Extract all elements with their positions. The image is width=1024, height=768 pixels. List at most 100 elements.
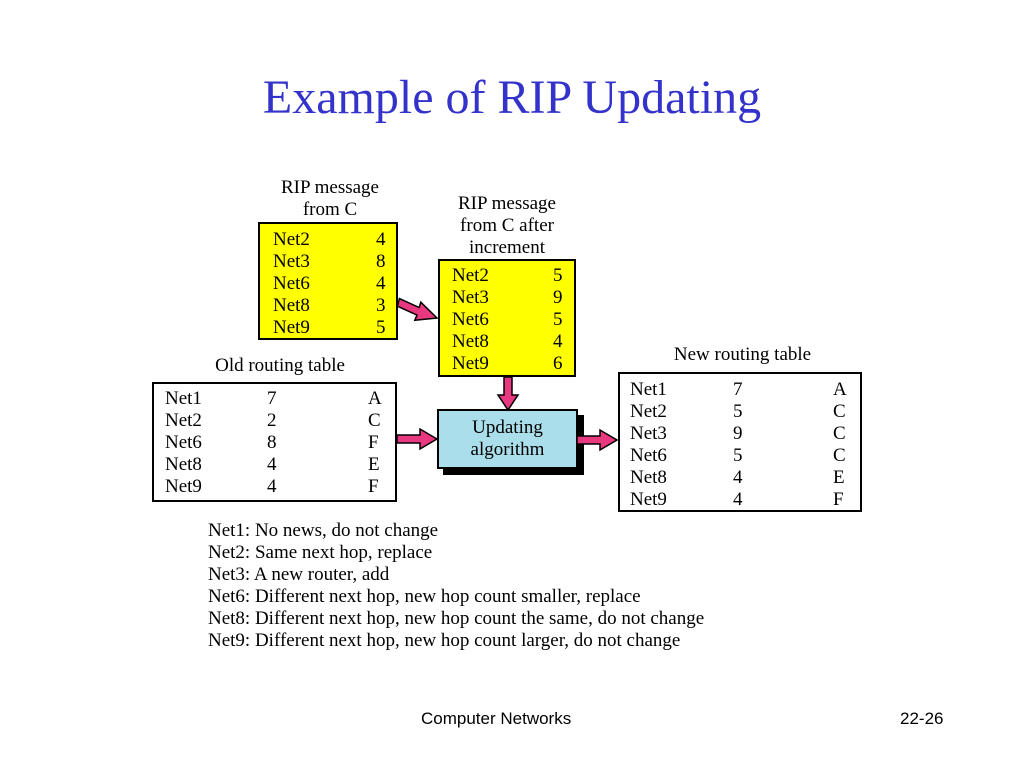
net-cell: Net2 bbox=[452, 265, 489, 286]
hop-cell: 4 bbox=[733, 489, 743, 510]
net-cell: Net9 bbox=[452, 353, 489, 374]
hop-cell: 8 bbox=[376, 251, 386, 272]
net-cell: Net8 bbox=[165, 454, 202, 475]
net-cell: Net3 bbox=[452, 287, 489, 308]
table-row: Net8 4 bbox=[440, 331, 574, 353]
net-cell: Net3 bbox=[273, 251, 310, 272]
net-cell: Net1 bbox=[165, 388, 202, 409]
table-row: Net6 4 bbox=[260, 273, 396, 295]
new-table-caption: New routing table bbox=[673, 344, 812, 365]
router-cell: F bbox=[368, 476, 379, 497]
hop-cell: 5 bbox=[553, 309, 563, 330]
caption-line: RIP message bbox=[458, 193, 556, 214]
update-rules-list: Net1: No news, do not change Net2: Same … bbox=[208, 520, 704, 652]
arrow-to-algorithm bbox=[496, 376, 520, 412]
hop-cell: 7 bbox=[267, 388, 277, 409]
rule-item: Net2: Same next hop, replace bbox=[208, 542, 433, 563]
hop-cell: 4 bbox=[267, 476, 277, 497]
table-row: Net6 5 bbox=[440, 309, 574, 331]
rule-item: Net8: Different next hop, new hop count … bbox=[208, 608, 705, 629]
slide-title: Example of RIP Updating bbox=[262, 71, 762, 124]
hop-cell: 4 bbox=[553, 331, 563, 352]
table-row: Net9 4 F bbox=[620, 489, 860, 511]
router-cell: F bbox=[368, 432, 379, 453]
table-row: Net3 8 bbox=[260, 251, 396, 273]
router-cell: A bbox=[833, 379, 847, 400]
hop-cell: 4 bbox=[376, 273, 386, 294]
old-table-caption: Old routing table bbox=[215, 355, 345, 376]
hop-cell: 8 bbox=[267, 432, 277, 453]
net-cell: Net6 bbox=[452, 309, 489, 330]
net-cell: Net3 bbox=[630, 423, 667, 444]
rule-item: Net9: Different next hop, new hop count … bbox=[208, 630, 681, 651]
table-row: Net2 4 bbox=[260, 229, 396, 251]
table-row: Net9 5 bbox=[260, 317, 396, 339]
rule-item: Net6: Different next hop, new hop count … bbox=[208, 586, 641, 607]
hop-cell: 5 bbox=[733, 401, 743, 422]
table-row: Net9 4 F bbox=[154, 476, 395, 498]
hop-cell: 9 bbox=[553, 287, 563, 308]
table-row: Net2 5 bbox=[440, 265, 574, 287]
algorithm-label-line: algorithm bbox=[470, 439, 545, 460]
hop-cell: 4 bbox=[733, 467, 743, 488]
arrow-to-increment bbox=[396, 297, 439, 322]
caption-line: increment bbox=[469, 237, 545, 258]
caption-line: from C bbox=[302, 199, 358, 220]
footer-course: Computer Networks bbox=[421, 709, 572, 728]
hop-cell: 3 bbox=[376, 295, 386, 316]
rip-message-caption: RIP message from C bbox=[250, 177, 410, 221]
hop-cell: 4 bbox=[376, 229, 386, 250]
rip-increment-caption: RIP message from C after increment bbox=[427, 193, 587, 259]
footer-page-number: 22-26 bbox=[900, 709, 944, 728]
updating-algorithm-box: Updating algorithm bbox=[437, 409, 578, 469]
router-cell: E bbox=[833, 467, 845, 488]
net-cell: Net6 bbox=[273, 273, 310, 294]
table-row: Net2 2 C bbox=[154, 410, 395, 432]
net-cell: Net9 bbox=[273, 317, 310, 338]
router-cell: C bbox=[833, 445, 846, 466]
net-cell: Net1 bbox=[630, 379, 667, 400]
caption-line: from C after bbox=[460, 215, 554, 236]
router-cell: C bbox=[368, 410, 381, 431]
table-row: Net8 4 E bbox=[620, 467, 860, 489]
net-cell: Net9 bbox=[630, 489, 667, 510]
net-cell: Net2 bbox=[273, 229, 310, 250]
hop-cell: 2 bbox=[267, 410, 277, 431]
net-cell: Net8 bbox=[273, 295, 310, 316]
arrow-from-old-table bbox=[396, 427, 439, 451]
table-row: Net2 5 C bbox=[620, 401, 860, 423]
table-row: Net1 7 A bbox=[154, 388, 395, 410]
arrow-to-new-table bbox=[576, 428, 619, 452]
table-row: Net1 7 A bbox=[620, 379, 860, 401]
router-cell: F bbox=[833, 489, 844, 510]
net-cell: Net2 bbox=[165, 410, 202, 431]
rule-item: Net1: No news, do not change bbox=[208, 520, 439, 541]
table-row: Net3 9 bbox=[440, 287, 574, 309]
hop-cell: 5 bbox=[553, 265, 563, 286]
net-cell: Net8 bbox=[452, 331, 489, 352]
router-cell: E bbox=[368, 454, 380, 475]
table-row: Net8 3 bbox=[260, 295, 396, 317]
hop-cell: 4 bbox=[267, 454, 277, 475]
caption-line: RIP message bbox=[281, 177, 379, 198]
algorithm-label-line: Updating bbox=[472, 417, 543, 438]
router-cell: A bbox=[368, 388, 382, 409]
net-cell: Net6 bbox=[630, 445, 667, 466]
hop-cell: 5 bbox=[376, 317, 386, 338]
hop-cell: 5 bbox=[733, 445, 743, 466]
hop-cell: 7 bbox=[733, 379, 743, 400]
router-cell: C bbox=[833, 401, 846, 422]
rule-item: Net3: A new router, add bbox=[208, 564, 390, 585]
table-row: Net6 5 C bbox=[620, 445, 860, 467]
table-row: Net8 4 E bbox=[154, 454, 395, 476]
net-cell: Net9 bbox=[165, 476, 202, 497]
net-cell: Net2 bbox=[630, 401, 667, 422]
rip-message-box: Net2 4 Net3 8 Net6 4 Net8 3 Net9 5 bbox=[258, 222, 398, 340]
hop-cell: 9 bbox=[733, 423, 743, 444]
net-cell: Net8 bbox=[630, 467, 667, 488]
